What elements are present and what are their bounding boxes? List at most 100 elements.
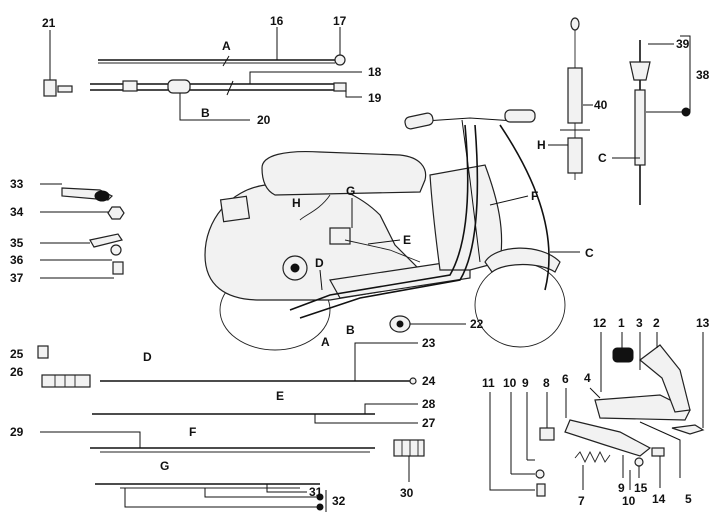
part-7-spring xyxy=(574,450,611,464)
carburettor xyxy=(329,227,351,245)
label-10b: 10 xyxy=(622,494,636,508)
leader-32a xyxy=(204,488,320,498)
part-1-rubber xyxy=(612,347,634,363)
cable-38-fitting xyxy=(629,61,651,81)
label-26: 26 xyxy=(10,365,24,379)
leader-19 xyxy=(345,91,362,98)
label-c-scooter: C xyxy=(585,246,594,260)
part-37 xyxy=(112,261,124,275)
tail-light xyxy=(219,195,251,223)
label-37: 37 xyxy=(10,271,24,285)
label-32: 32 xyxy=(332,494,346,508)
cable-40-sleeve-lower xyxy=(567,137,583,174)
label-a-top: A xyxy=(222,39,231,53)
label-15: 15 xyxy=(634,481,648,495)
label-16: 16 xyxy=(270,14,284,28)
label-b-top: B xyxy=(201,106,210,120)
part-11-bolt xyxy=(536,483,546,497)
part-2-arm xyxy=(639,344,691,413)
cable-run-b xyxy=(299,124,479,319)
scooter-illustration xyxy=(204,109,566,351)
cable-run-a xyxy=(289,124,469,311)
front-fender xyxy=(484,247,561,273)
label-14: 14 xyxy=(652,492,666,506)
leader-4 xyxy=(589,387,601,399)
label-f-cable: F xyxy=(189,425,196,439)
part-21-body xyxy=(43,79,57,97)
leader-23 xyxy=(354,342,418,381)
dot-32b xyxy=(316,503,324,511)
label-27: 27 xyxy=(422,416,436,430)
label-40: 40 xyxy=(594,98,608,112)
label-17: 17 xyxy=(333,14,347,28)
label-a-scooter: A xyxy=(321,335,330,349)
part-10-washer xyxy=(535,469,545,479)
dot-38 xyxy=(681,107,691,117)
cable-d-end xyxy=(409,377,417,385)
label-29: 29 xyxy=(10,425,24,439)
label-c-right: C xyxy=(598,151,607,165)
slash-b xyxy=(226,80,234,96)
part-13 xyxy=(671,424,705,435)
part-15-washer xyxy=(634,457,644,467)
label-9: 9 xyxy=(522,376,529,390)
slash-a xyxy=(222,55,230,67)
label-12: 12 xyxy=(593,316,607,330)
label-19: 19 xyxy=(368,91,382,105)
label-4: 4 xyxy=(584,371,591,385)
label-8: 8 xyxy=(543,376,550,390)
cable-end-17 xyxy=(334,54,346,66)
part-30-spring xyxy=(393,439,425,457)
leader-5 xyxy=(639,421,681,478)
label-d-cable: D xyxy=(143,350,152,364)
scooter-leaders xyxy=(319,195,580,325)
label-d-scooter: D xyxy=(315,256,324,270)
grommet-22-hole xyxy=(396,320,404,328)
part-14-pin xyxy=(651,447,665,457)
leader-31 xyxy=(266,484,307,493)
label-31: 31 xyxy=(309,485,323,499)
part-21-tip xyxy=(57,85,73,93)
leader-20 xyxy=(179,93,250,121)
part-34-nut xyxy=(107,206,125,220)
label-20: 20 xyxy=(257,113,271,127)
part-12-pedal xyxy=(594,394,691,421)
engine-hub-center xyxy=(290,263,300,273)
label-10: 10 xyxy=(503,376,517,390)
part-35 xyxy=(89,233,123,248)
label-35: 35 xyxy=(10,236,24,250)
label-g-cable: G xyxy=(160,459,169,473)
label-11: 11 xyxy=(482,376,495,390)
leader-27 xyxy=(314,414,418,424)
label-f-scooter: F xyxy=(531,189,538,203)
label-e-scooter: E xyxy=(403,233,411,247)
label-h-scooter: H xyxy=(292,196,301,210)
part-8 xyxy=(539,427,555,441)
label-7: 7 xyxy=(578,494,585,508)
part-33-head xyxy=(94,190,110,202)
seat xyxy=(261,150,427,196)
label-38: 38 xyxy=(696,68,710,82)
label-34: 34 xyxy=(10,205,24,219)
label-23: 23 xyxy=(422,336,436,350)
label-22: 22 xyxy=(470,317,484,331)
bottom-cables xyxy=(37,342,425,512)
leader-28 xyxy=(364,403,418,414)
label-21: 21 xyxy=(42,16,56,30)
leader-29 xyxy=(40,431,141,448)
label-13: 13 xyxy=(696,316,710,330)
part-6-lever xyxy=(564,419,652,457)
label-39: 39 xyxy=(676,37,690,51)
cable-40-sleeve-upper xyxy=(567,67,583,124)
cable-run-e xyxy=(344,239,421,263)
label-b-scooter: B xyxy=(346,323,355,337)
cable-run-c xyxy=(499,124,550,291)
label-28: 28 xyxy=(422,397,436,411)
label-6: 6 xyxy=(562,372,569,386)
label-33: 33 xyxy=(10,177,24,191)
cable-run-h xyxy=(299,194,331,221)
cable-adjuster-left xyxy=(122,80,138,92)
label-2: 2 xyxy=(653,316,660,330)
